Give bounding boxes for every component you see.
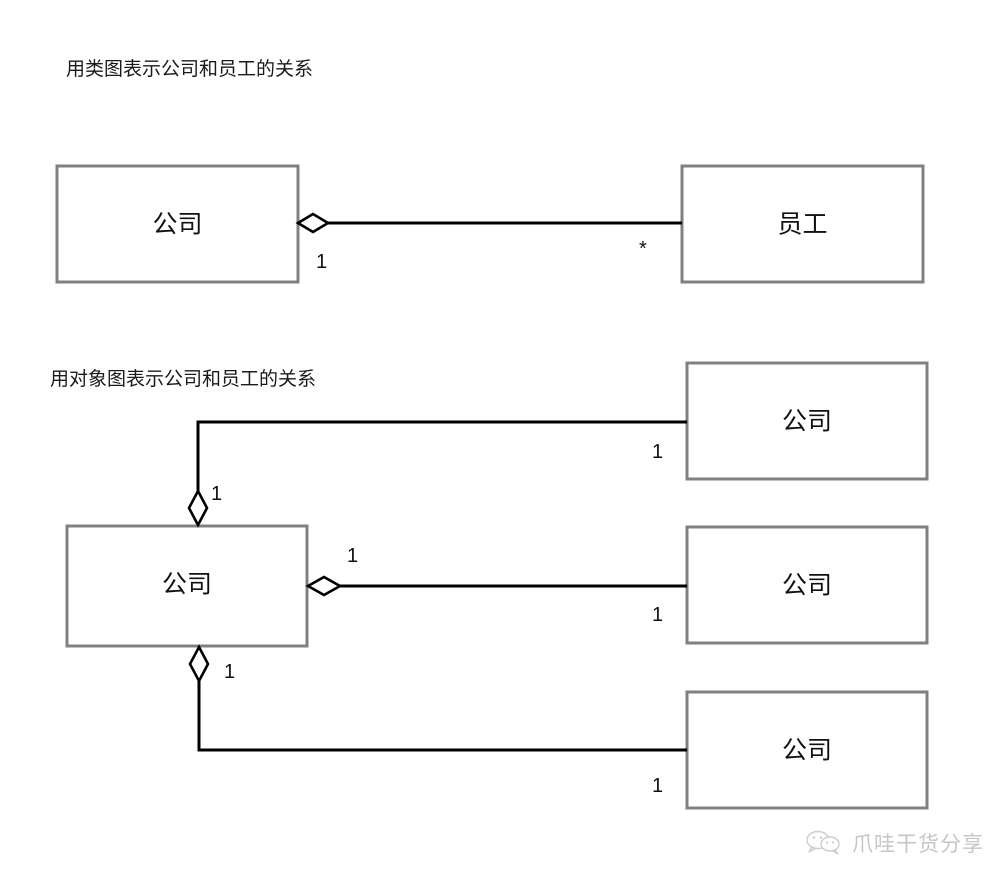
class-diagram-title: 用类图表示公司和员工的关系: [66, 58, 313, 80]
object-box-part-company-1-rect[interactable]: [685, 361, 929, 481]
object-part-1-multiplicity: 1: [652, 441, 663, 463]
class-aggregation-diamond-icon: [295, 212, 331, 234]
object-box-owner-company-label: 公司: [162, 571, 212, 599]
object-part-3-multiplicity: 1: [652, 775, 663, 797]
object-aggregation-diamond-right-icon: [305, 575, 343, 597]
object-part-2-multiplicity: 1: [652, 604, 663, 626]
object-diagram-group: 用对象图表示公司和员工的关系 公司 公司 公司 公司: [50, 361, 929, 810]
object-box-part-company-3-rect[interactable]: [685, 690, 929, 810]
object-box-part-company-1-label: 公司: [782, 408, 832, 436]
object-box-part-company-2[interactable]: 公司: [685, 525, 929, 645]
class-box-employee-label: 员工: [777, 211, 827, 239]
object-box-part-company-3-label: 公司: [782, 737, 832, 765]
object-owner-multiplicity-right: 1: [347, 545, 358, 567]
object-box-part-company-1[interactable]: 公司: [685, 361, 929, 481]
class-box-employee[interactable]: 员工: [680, 164, 925, 284]
object-box-part-company-2-label: 公司: [782, 572, 832, 600]
class-source-multiplicity: 1: [316, 251, 327, 273]
class-box-employee-rect[interactable]: [680, 164, 925, 284]
object-link-bottom: [197, 681, 687, 752]
object-aggregation-diamond-bottom-icon: [188, 644, 210, 684]
class-box-company-rect[interactable]: [55, 164, 300, 284]
object-aggregation-diamond-top-icon: [187, 488, 209, 528]
object-owner-multiplicity-top: 1: [211, 483, 222, 505]
object-owner-multiplicity-bottom: 1: [224, 661, 235, 683]
class-target-multiplicity: *: [639, 238, 647, 260]
object-diagram-title: 用对象图表示公司和员工的关系: [50, 368, 316, 390]
object-box-owner-company-rect[interactable]: [65, 524, 309, 648]
class-box-company[interactable]: 公司: [55, 164, 300, 284]
object-link-top: [196, 420, 687, 491]
class-box-company-label: 公司: [152, 211, 202, 239]
object-box-part-company-3[interactable]: 公司: [685, 690, 929, 810]
object-box-owner-company[interactable]: 公司: [65, 524, 309, 648]
class-diagram-group: 用类图表示公司和员工的关系 公司 员工 1 *: [55, 58, 925, 284]
